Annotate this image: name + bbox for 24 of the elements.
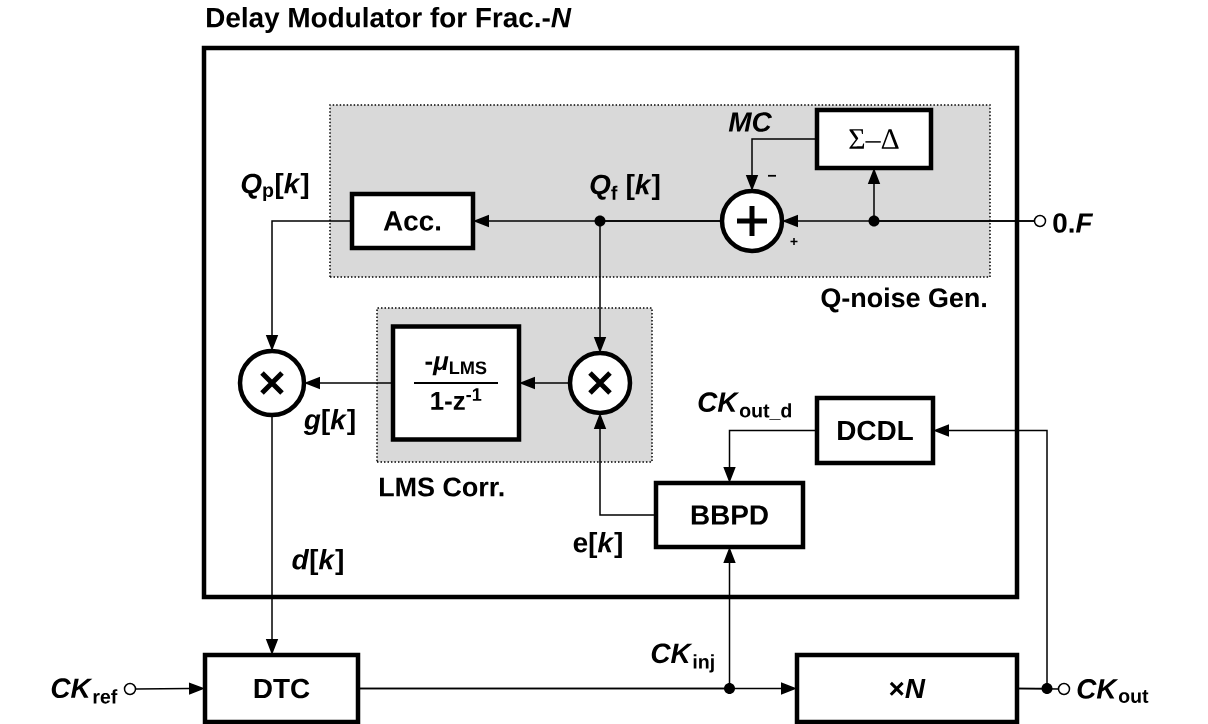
signal-label: Q$_{p}$[k] bbox=[241, 173, 309, 201]
block-box: DTC bbox=[202, 652, 361, 724]
block-box: ×N bbox=[794, 652, 1020, 724]
block-box: DCDL bbox=[814, 395, 936, 466]
signal-label: g[k] bbox=[303, 409, 355, 435]
region-label: LMS Corr. bbox=[380, 477, 504, 497]
terminal-label: 0.F bbox=[1053, 213, 1094, 233]
block-box: Σ–Δ bbox=[814, 107, 934, 171]
block-box: Acc. bbox=[349, 191, 476, 251]
sign-label: − bbox=[768, 174, 776, 177]
terminal-label: CK$_{ref}$ bbox=[51, 678, 118, 704]
signal-label: Q$_{f}$ [k] bbox=[590, 174, 660, 200]
frame-title: Delay Modulator for Frac.-N bbox=[207, 7, 572, 33]
signal-label: CK$_{out_d}$ bbox=[698, 392, 792, 420]
filter-box: -μ$_{LMS}$ 1-z$^{-1}$ bbox=[390, 324, 522, 442]
terminal-label: CK$_{out}$ bbox=[1077, 679, 1149, 703]
signal-label: CK$_{inj}$ bbox=[651, 643, 714, 673]
region-label: Q-noise Gen. bbox=[821, 287, 986, 313]
signal-label: d[k] bbox=[292, 549, 343, 575]
sign-label: + bbox=[790, 237, 798, 245]
block-box: BBPD bbox=[653, 480, 806, 550]
multiplier-circle bbox=[567, 350, 633, 416]
signal-label: e[k] bbox=[573, 532, 622, 558]
signal-label: MC bbox=[728, 112, 772, 132]
